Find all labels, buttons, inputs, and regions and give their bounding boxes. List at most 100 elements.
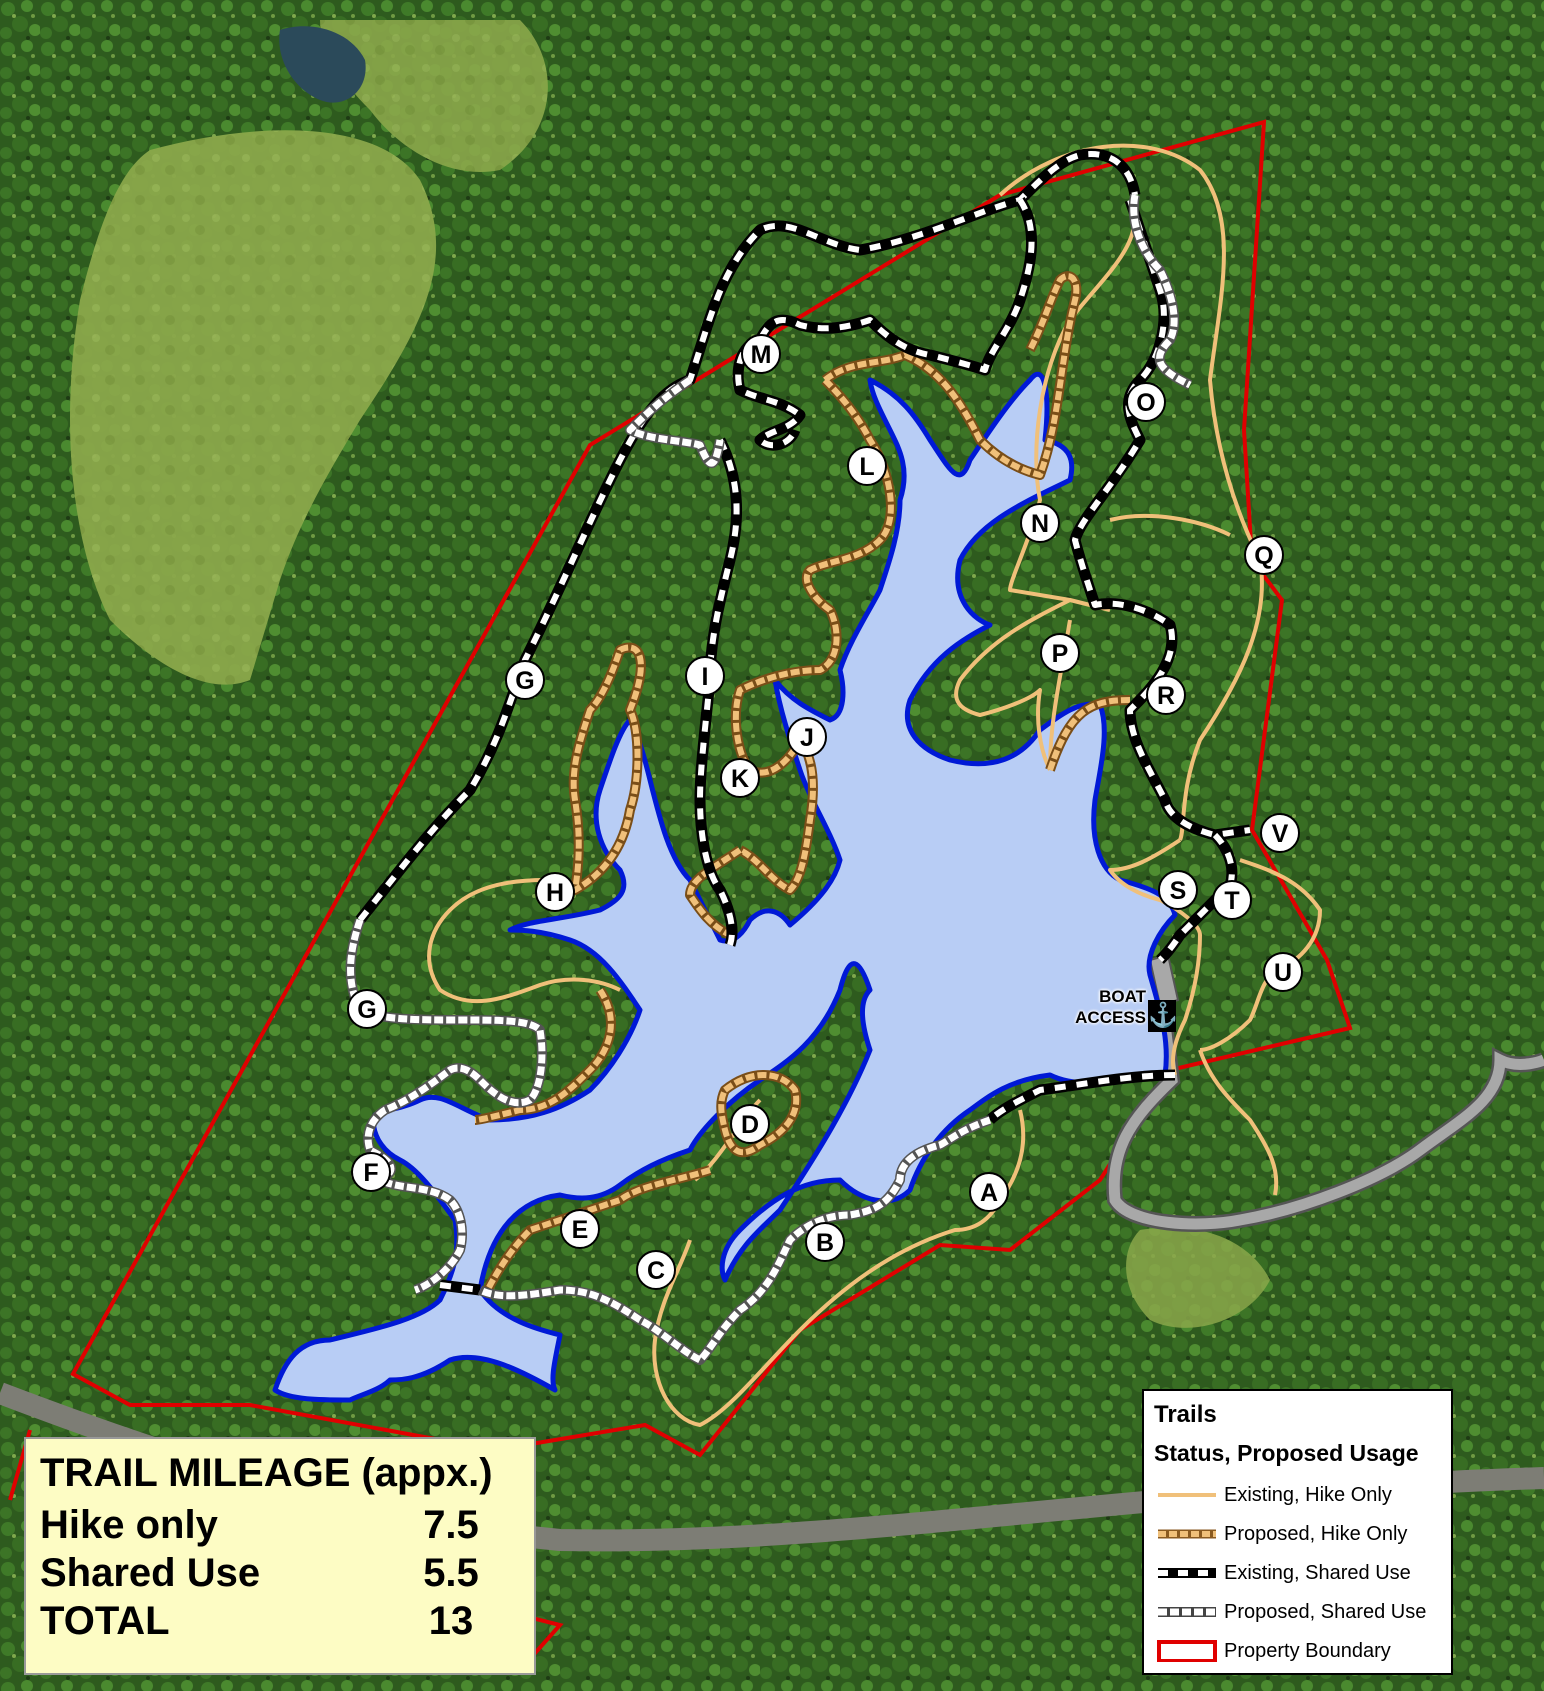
trail-marker-circle	[805, 1222, 845, 1262]
trail-marker-circle	[535, 872, 575, 912]
mileage-row-shared: Shared Use	[40, 1551, 261, 1595]
trail-marker-label: F	[363, 1159, 378, 1187]
trail-marker-d: D	[730, 1104, 770, 1144]
mileage-title: TRAIL MILEAGE (appx.)	[40, 1451, 493, 1495]
legend-title: Trails	[1154, 1401, 1217, 1428]
legend-swatch-proposed-shared	[1158, 1607, 1216, 1617]
proposed-shared-trails	[345, 194, 1193, 1365]
trail-marker-label: K	[731, 765, 749, 793]
trail-marker-label: L	[859, 453, 874, 481]
trail-marker-circle	[1040, 633, 1080, 673]
trail-marker-q: Q	[1244, 535, 1284, 575]
legend-item-existing-hike: Existing, Hike Only	[1144, 1478, 1451, 1512]
trail-marker-label: N	[1031, 510, 1049, 538]
trail-marker-l: L	[847, 446, 887, 486]
trail-marker-circle	[685, 656, 725, 696]
clearing	[1126, 1227, 1270, 1328]
trail-marker-label: G	[515, 667, 534, 695]
trail-marker-u: U	[1263, 952, 1303, 992]
legend-swatch-property-boundary	[1157, 1640, 1217, 1662]
legend-label-proposed-shared: Proposed, Shared Use	[1224, 1601, 1427, 1623]
trail-marker-v: V	[1260, 813, 1300, 853]
mileage-value-total: 13	[428, 1599, 474, 1643]
existing-shared-trails	[355, 148, 1251, 1296]
trail-marker-h: H	[535, 872, 575, 912]
trail-marker-s: S	[1158, 870, 1198, 910]
trail-marker-circle	[1146, 675, 1186, 715]
trail-marker-circle	[969, 1172, 1009, 1212]
map-legend: Trails Status, Proposed Usage Existing, …	[1142, 1389, 1453, 1675]
legend-subtitle: Status, Proposed Usage	[1154, 1440, 1419, 1466]
boat-access-line2: ACCESS	[1075, 1008, 1146, 1027]
trail-marker-circle	[730, 1104, 770, 1144]
trail-marker-b: B	[805, 1222, 845, 1262]
trail-marker-label: P	[1052, 640, 1069, 668]
pasture-area	[70, 130, 437, 685]
mileage-value-shared: 5.5	[423, 1551, 479, 1595]
trail-marker-label: J	[800, 724, 814, 752]
legend-label-proposed-hike: Proposed, Hike Only	[1224, 1523, 1408, 1545]
legend-label-property-boundary: Property Boundary	[1224, 1640, 1391, 1662]
legend-label-existing-shared: Existing, Shared Use	[1224, 1562, 1411, 1584]
trail-marker-circle	[560, 1209, 600, 1249]
trail-marker-label: G	[357, 996, 376, 1024]
legend-label-existing-hike: Existing, Hike Only	[1224, 1484, 1392, 1506]
legend-item-proposed-shared: Proposed, Shared Use	[1144, 1595, 1451, 1629]
trail-marker-label: A	[980, 1179, 998, 1207]
trail-marker-k: K	[720, 758, 760, 798]
trail-marker-label: T	[1224, 887, 1239, 915]
trail-marker-label: O	[1136, 389, 1155, 417]
trail-marker-circle	[787, 717, 827, 757]
legend-swatch-existing-hike	[1158, 1493, 1216, 1497]
trail-marker-circle	[351, 1152, 391, 1192]
lake	[272, 371, 1178, 1403]
trail-marker-label: U	[1274, 959, 1292, 987]
mileage-row-hike: Hike only	[40, 1503, 218, 1547]
proposed-hike-trails	[474, 271, 1131, 1298]
mileage-row-total: TOTAL	[40, 1599, 170, 1643]
trail-marker-p: P	[1040, 633, 1080, 673]
trail-marker-label: H	[546, 879, 564, 907]
trail-marker-circle	[1158, 870, 1198, 910]
legend-swatch-existing-shared	[1158, 1568, 1216, 1578]
trail-marker-circle	[505, 660, 545, 700]
trail-marker-circle	[720, 758, 760, 798]
trail-marker-circle	[1244, 535, 1284, 575]
trail-marker-label: R	[1157, 682, 1175, 710]
trail-marker-j: J	[787, 717, 827, 757]
legend-item-property-boundary: Property Boundary	[1144, 1634, 1451, 1668]
trail-marker-i: I	[685, 656, 725, 696]
trail-marker-label: C	[647, 1257, 665, 1285]
anchor-icon: ⚓	[1148, 1000, 1178, 1032]
trail-marker-f: F	[351, 1152, 391, 1192]
trail-marker-m: M	[741, 334, 781, 374]
boat-access-line1: BOAT	[1099, 987, 1146, 1006]
trail-marker-label: E	[572, 1216, 589, 1244]
trail-markers: M L O N Q P G I R J K V H S T U G D F A E B C	[347, 334, 1303, 1290]
trail-marker-label: M	[751, 341, 772, 369]
trail-marker-label: D	[741, 1111, 759, 1139]
boat-access-text: BOAT ACCESS	[1068, 986, 1146, 1028]
mileage-value-hike: 7.5	[423, 1503, 479, 1547]
small-pond	[279, 26, 366, 103]
trail-marker-a: A	[969, 1172, 1009, 1212]
trail-marker-label: S	[1170, 877, 1187, 905]
trail-marker-circle	[1126, 382, 1166, 422]
trail-marker-label: I	[702, 663, 709, 691]
trail-marker-g: G	[505, 660, 545, 700]
trail-marker-circle	[1260, 813, 1300, 853]
trail-marker-n: N	[1020, 503, 1060, 543]
trail-marker-circle	[741, 334, 781, 374]
legend-swatch-proposed-hike	[1158, 1529, 1216, 1539]
trail-marker-r: R	[1146, 675, 1186, 715]
trail-marker-label: Q	[1254, 542, 1273, 570]
pasture-area-upper	[320, 20, 548, 172]
trail-marker-circle	[1020, 503, 1060, 543]
trail-marker-label: B	[816, 1229, 834, 1257]
trail-marker-circle	[1212, 880, 1252, 920]
trail-marker-e: E	[560, 1209, 600, 1249]
trail-marker-c: C	[636, 1250, 676, 1290]
trail-marker-circle	[347, 989, 387, 1029]
trail-mileage-box: TRAIL MILEAGE (appx.) Hike only 7.5 Shar…	[24, 1437, 536, 1675]
